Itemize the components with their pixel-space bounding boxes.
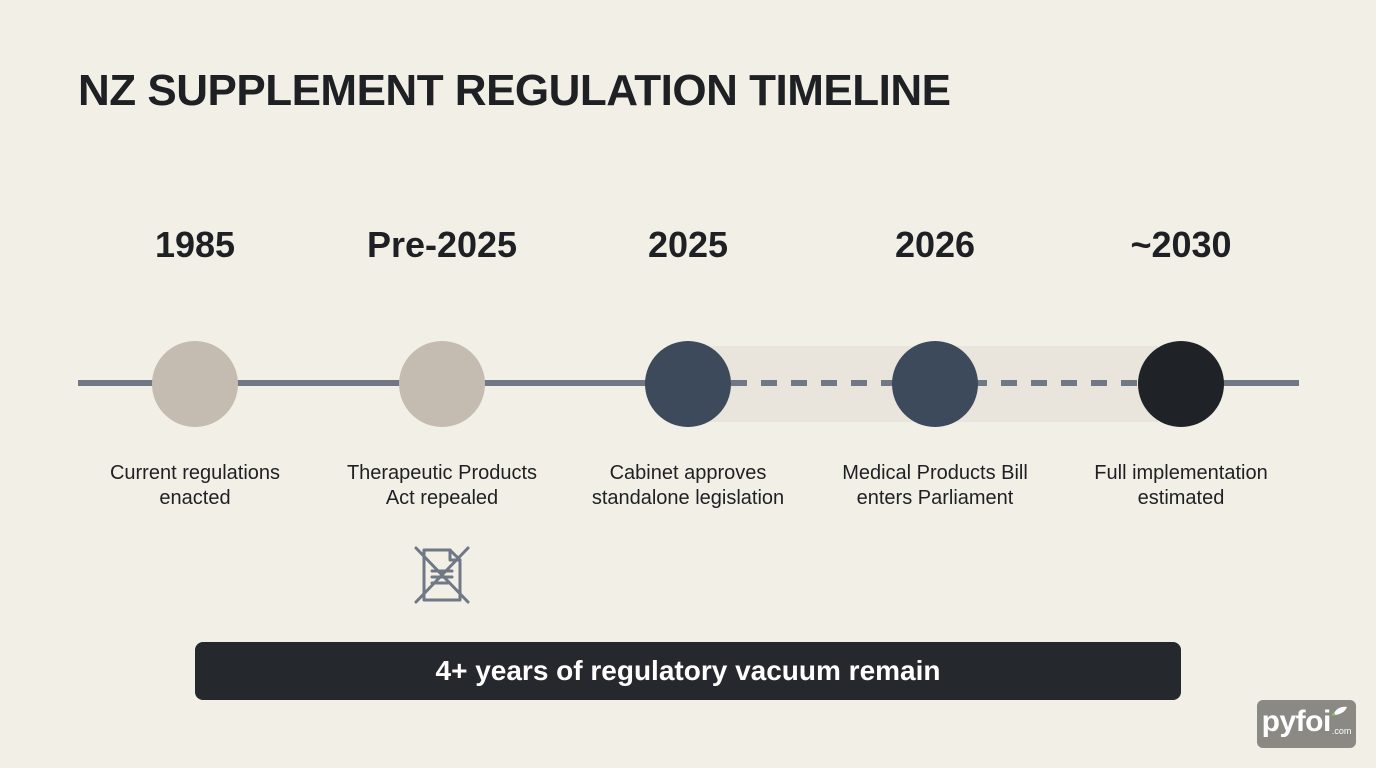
description-line: Medical Products Bill bbox=[842, 462, 1028, 484]
leaf-icon bbox=[1332, 706, 1347, 716]
year-label-pre-2025: Pre-2025 bbox=[366, 224, 518, 265]
brand-logo: pyfoi .com bbox=[1257, 700, 1356, 748]
description-line: Act repealed bbox=[385, 487, 499, 509]
year-label-1985: 1985 bbox=[154, 224, 236, 265]
timeline-node-2030 bbox=[1138, 341, 1224, 427]
timeline-node-1985 bbox=[152, 341, 238, 427]
description-line: Therapeutic Products bbox=[346, 462, 538, 484]
timeline-node-2026 bbox=[892, 341, 978, 427]
year-label-2025: 2025 bbox=[647, 224, 729, 265]
year-label-2030: ~2030 bbox=[1130, 224, 1232, 265]
logo-suffix: .com bbox=[1331, 726, 1352, 736]
page-title: NZ SUPPLEMENT REGULATION TIMELINE bbox=[78, 66, 951, 115]
document-crossed-icon bbox=[414, 546, 470, 604]
description-line: enacted bbox=[159, 487, 231, 509]
event-description-pre-2025: Therapeutic Products Act repealed bbox=[312, 461, 572, 511]
timeline-line-past bbox=[78, 380, 688, 386]
description-line: standalone legislation bbox=[591, 487, 785, 509]
timeline-node-pre-2025 bbox=[399, 341, 485, 427]
description-line: estimated bbox=[1137, 487, 1225, 509]
summary-banner: 4+ years of regulatory vacuum remain bbox=[195, 642, 1181, 700]
description-line: Cabinet approves bbox=[609, 462, 767, 484]
description-line: Full implementation bbox=[1094, 462, 1268, 484]
banner-text: 4+ years of regulatory vacuum remain bbox=[435, 655, 941, 686]
logo-text: pyfoi bbox=[1261, 705, 1332, 738]
timeline-line-end bbox=[1181, 380, 1299, 386]
event-description-2025: Cabinet approves standalone legislation bbox=[558, 461, 818, 511]
description-line: Current regulations bbox=[109, 462, 281, 484]
year-label-2026: 2026 bbox=[894, 224, 976, 265]
event-description-2026: Medical Products Bill enters Parliament bbox=[805, 461, 1065, 511]
event-description-2030: Full implementation estimated bbox=[1051, 461, 1311, 511]
timeline-node-2025 bbox=[645, 341, 731, 427]
event-description-1985: Current regulations enacted bbox=[65, 461, 325, 511]
description-line: enters Parliament bbox=[856, 487, 1014, 509]
